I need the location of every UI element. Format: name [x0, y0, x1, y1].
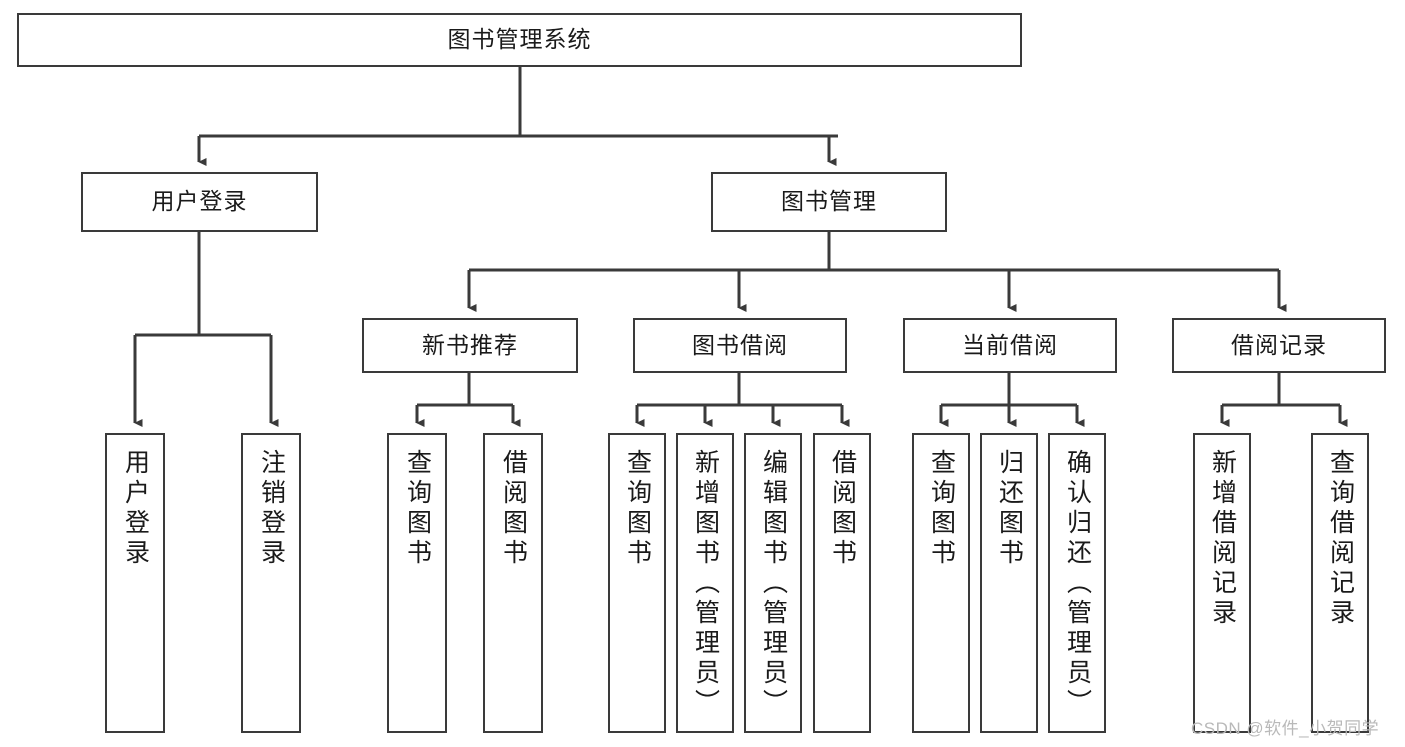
node-label: 编辑图书（管理员） — [759, 449, 788, 719]
node-label: 查询图书 — [927, 449, 956, 569]
node-label: 注销登录 — [257, 449, 286, 569]
node-leaf-rec-query-book[interactable]: 查询图书 — [387, 433, 447, 733]
node-label: 新书推荐 — [422, 331, 518, 358]
node-new-book-recommendation[interactable]: 新书推荐 — [362, 318, 578, 373]
node-leaf-current-query-book[interactable]: 查询图书 — [912, 433, 970, 733]
node-leaf-record-add[interactable]: 新增借阅记录 — [1193, 433, 1251, 733]
node-leaf-record-search[interactable]: 查询借阅记录 — [1311, 433, 1369, 733]
node-label: 确认归还（管理员） — [1063, 449, 1092, 719]
node-book-management[interactable]: 图书管理 — [711, 172, 947, 232]
node-user-login[interactable]: 用户登录 — [81, 172, 318, 232]
node-leaf-borrow-lend-book[interactable]: 借阅图书 — [813, 433, 871, 733]
node-label: 图书借阅 — [692, 331, 788, 358]
node-label: 归还图书 — [995, 449, 1024, 569]
node-label: 查询图书 — [403, 449, 432, 569]
node-label: 新增借阅记录 — [1208, 449, 1237, 629]
node-label: 新增图书（管理员） — [691, 449, 720, 719]
node-label: 当前借阅 — [962, 331, 1058, 358]
node-leaf-current-return-book[interactable]: 归还图书 — [980, 433, 1038, 733]
node-label: 借阅图书 — [499, 449, 528, 569]
node-label: 图书管理系统 — [447, 26, 592, 53]
node-leaf-user-login[interactable]: 用户登录 — [105, 433, 165, 733]
node-label: 查询图书 — [623, 449, 652, 569]
node-leaf-rec-borrow-book[interactable]: 借阅图书 — [483, 433, 543, 733]
node-leaf-borrow-add-book-admin[interactable]: 新增图书（管理员） — [676, 433, 734, 733]
node-current-borrow[interactable]: 当前借阅 — [903, 318, 1117, 373]
node-leaf-borrow-edit-book-admin[interactable]: 编辑图书（管理员） — [744, 433, 802, 733]
node-label: 借阅图书 — [828, 449, 857, 569]
node-label: 用户登录 — [121, 449, 150, 569]
node-book-borrow[interactable]: 图书借阅 — [633, 318, 847, 373]
node-label: 借阅记录 — [1231, 331, 1327, 358]
node-borrow-record[interactable]: 借阅记录 — [1172, 318, 1386, 373]
node-label: 查询借阅记录 — [1326, 449, 1355, 629]
node-label: 用户登录 — [151, 188, 248, 215]
node-leaf-borrow-query-book[interactable]: 查询图书 — [608, 433, 666, 733]
node-leaf-current-confirm-return-admin[interactable]: 确认归还（管理员） — [1048, 433, 1106, 733]
node-root-book-management-system[interactable]: 图书管理系统 — [17, 13, 1022, 67]
csdn-watermark: CSDN @软件_小贺同学 — [1191, 719, 1380, 738]
node-leaf-logout[interactable]: 注销登录 — [241, 433, 301, 733]
node-label: 图书管理 — [781, 188, 877, 215]
